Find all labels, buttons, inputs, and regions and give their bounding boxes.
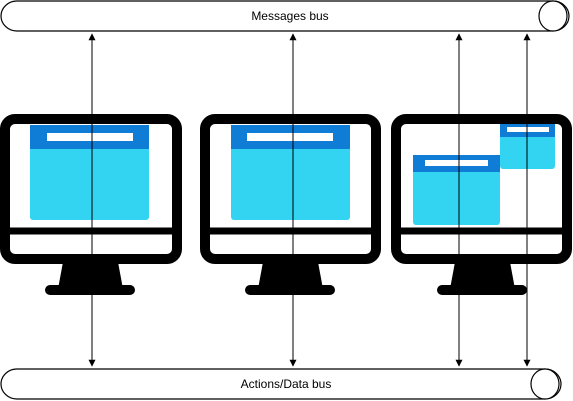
messages-bus-label: Messages bus: [251, 9, 328, 23]
actions-data-bus: Actions/Data bus: [0, 368, 562, 400]
app-window-icon: [30, 125, 149, 220]
monitor-3: [391, 114, 572, 295]
connectors: [88, 33, 531, 367]
app-window-icon: [413, 155, 500, 225]
monitor-1: [0, 114, 182, 295]
app-window-icon: [231, 125, 350, 220]
monitor-2: [200, 114, 381, 295]
messages-bus: Messages bus: [0, 0, 570, 32]
actions-data-bus-label: Actions/Data bus: [241, 377, 332, 391]
